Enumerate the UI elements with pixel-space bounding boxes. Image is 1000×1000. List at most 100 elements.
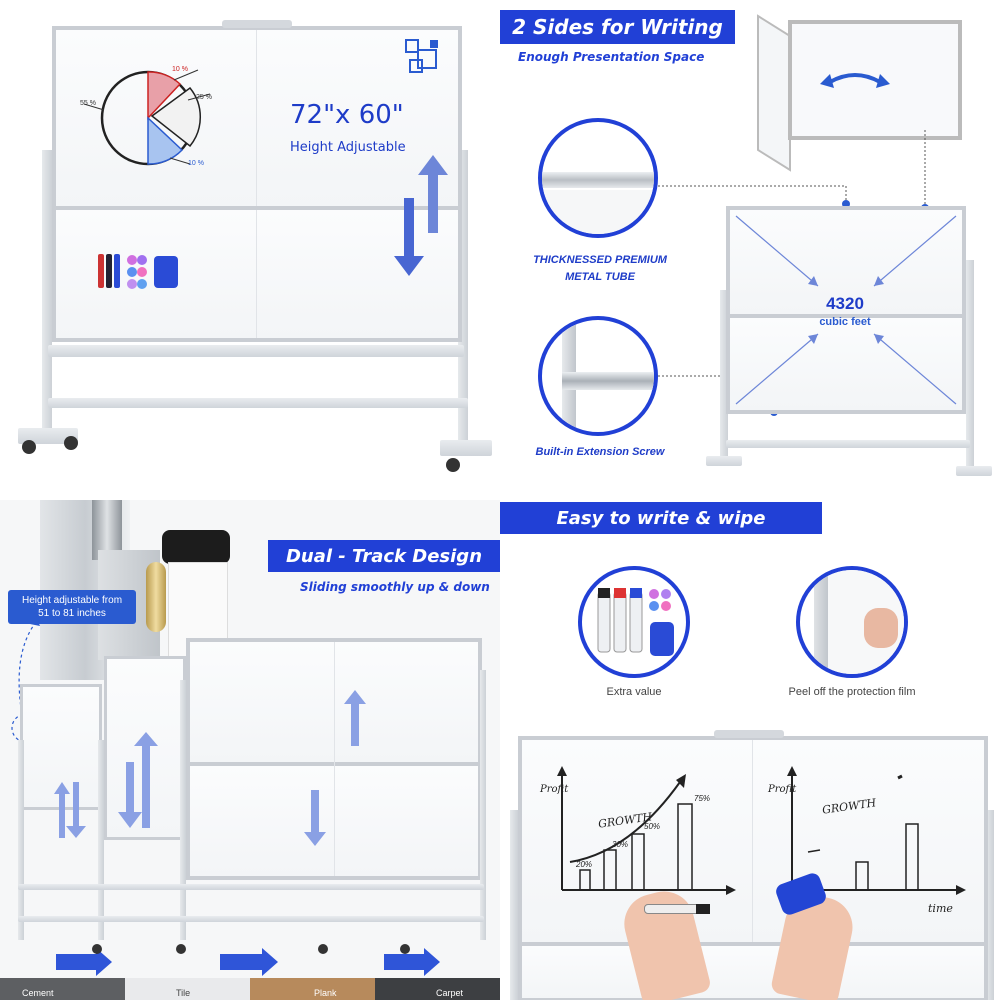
black-cap: [162, 530, 230, 564]
profit-label-left: Profit: [540, 784, 569, 795]
pie-label-top: 10 %: [172, 66, 188, 73]
extra-value-caption: Extra value: [606, 686, 662, 698]
board-seam: [256, 30, 257, 208]
wheel: [22, 440, 36, 454]
board-seam: [334, 642, 335, 876]
size-label: 72"x 60": [290, 100, 404, 130]
write-wipe-title: Easy to write & wipe: [500, 502, 822, 534]
leader-line: [187, 93, 211, 101]
stand-crossbar: [726, 440, 970, 448]
percent-30: 30%: [612, 840, 629, 849]
pie-label-left: 55 %: [80, 100, 96, 107]
floor-label-carpet: Carpet: [436, 988, 464, 998]
percent-75: 75%: [694, 794, 711, 803]
whiteboard-lower: [52, 206, 462, 342]
right-leg: [458, 150, 468, 450]
marker-cap: [696, 904, 710, 914]
floor-tile: [125, 978, 250, 1000]
panel-dual-track: Dual - Track Design Sliding smoothly up …: [0, 500, 500, 1000]
panel-board-overview: 10 % 25 % 55 % 10 % 72"x 60" Height Adju…: [0, 0, 500, 490]
floor-arrows: [56, 948, 440, 976]
dual-track-subtitle: Sliding smoothly up & down: [300, 580, 490, 594]
stand-leg: [966, 260, 974, 470]
two-sides-subtitle: Enough Presentation Space: [518, 50, 705, 64]
panel-write-wipe: Easy to write & wipe Extra value Peel of…: [500, 500, 1000, 1000]
board-handle: [222, 20, 292, 28]
pie-slice-blue: [147, 116, 184, 165]
dual-track-title: Dual - Track Design: [268, 540, 500, 572]
stand-crossbar: [18, 884, 484, 890]
up-arrow-icon: [418, 155, 448, 233]
metal-tube-detail: [538, 118, 658, 238]
stand-foot: [706, 456, 742, 466]
percent-20: 20%: [576, 860, 593, 869]
wheel: [92, 944, 102, 954]
extension-screw-label: Built-in Extension Screw: [535, 446, 665, 458]
growth-sketch-left: [557, 766, 736, 895]
floor-carpet: [375, 978, 500, 1000]
volume-value: 4320: [826, 294, 864, 313]
left-leg: [42, 150, 52, 430]
stand-leg: [986, 810, 994, 1000]
wheel: [318, 944, 328, 954]
pie-slice-gray: [150, 86, 202, 148]
two-sides-title: 2 Sides for Writing: [500, 10, 735, 44]
writing-board-lower: [518, 942, 988, 1000]
time-label: time: [928, 902, 953, 915]
up-down-arrows-icon: [54, 782, 86, 838]
left-foot: [18, 428, 78, 444]
panel-two-sides: 2 Sides for Writing Enough Presentation …: [500, 0, 1000, 490]
stand-leg: [510, 810, 518, 1000]
profit-label-right: Profit: [768, 784, 797, 795]
stand-leg: [98, 740, 104, 940]
peel-film-detail: [796, 566, 908, 678]
wheel: [446, 458, 460, 472]
stand-leg: [180, 680, 186, 940]
peel-film-caption: Peel off the protection film: [788, 686, 916, 698]
markers-and-magnets: [98, 254, 178, 289]
board-seam: [752, 740, 753, 942]
extension-screw-detail: [538, 316, 658, 436]
stand-leg: [480, 670, 486, 940]
percent-50: 50%: [644, 822, 661, 831]
leader-line: [173, 69, 199, 81]
floor-plank: [250, 978, 375, 1000]
track-wheel: [146, 562, 166, 632]
height-adjustable-label: Height Adjustable: [290, 140, 406, 155]
right-foot: [440, 440, 492, 456]
floor-label-cement: Cement: [22, 988, 54, 998]
stand-leg: [720, 290, 728, 460]
pie-slice-red: [147, 71, 182, 120]
floor-label-plank: Plank: [314, 988, 337, 998]
down-arrow-icon: [304, 790, 326, 846]
wheel: [400, 944, 410, 954]
volume-unit: cubic feet: [819, 316, 871, 328]
leader-line: [169, 157, 191, 165]
board-seam: [256, 210, 257, 338]
pie-label-right: 25 %: [196, 94, 212, 101]
bottom-crossbar: [48, 345, 464, 357]
wheel: [176, 944, 186, 954]
board-volume-upper: [726, 206, 966, 318]
pie-sketch: [83, 69, 211, 166]
board-handle: [714, 730, 784, 738]
accessories-detail: [578, 566, 690, 678]
down-arrow-icon: [394, 198, 424, 276]
stand-leg: [18, 740, 24, 940]
stand-foot: [956, 466, 992, 476]
leader-line: [83, 103, 105, 111]
whiteboard-upper: [52, 26, 462, 212]
volume-arrows: [735, 215, 957, 405]
metal-tube-label: THICKNESSED PREMIUM METAL TUBE: [533, 254, 667, 283]
height-note-badge: Height adjustable from 51 to 81 inches: [8, 590, 136, 624]
flip-board-illustration: [757, 14, 962, 172]
up-arrow-icon: [344, 690, 366, 746]
lower-crossbar: [48, 398, 468, 408]
squares-icon: [405, 39, 438, 73]
floor-label-tile: Tile: [176, 988, 191, 998]
pie-label-bottom: 10 %: [188, 160, 204, 167]
up-down-arrows-icon: [118, 732, 158, 828]
stand-crossbar: [18, 916, 484, 922]
wheel: [64, 436, 78, 450]
board-volume-lower: [726, 314, 966, 414]
